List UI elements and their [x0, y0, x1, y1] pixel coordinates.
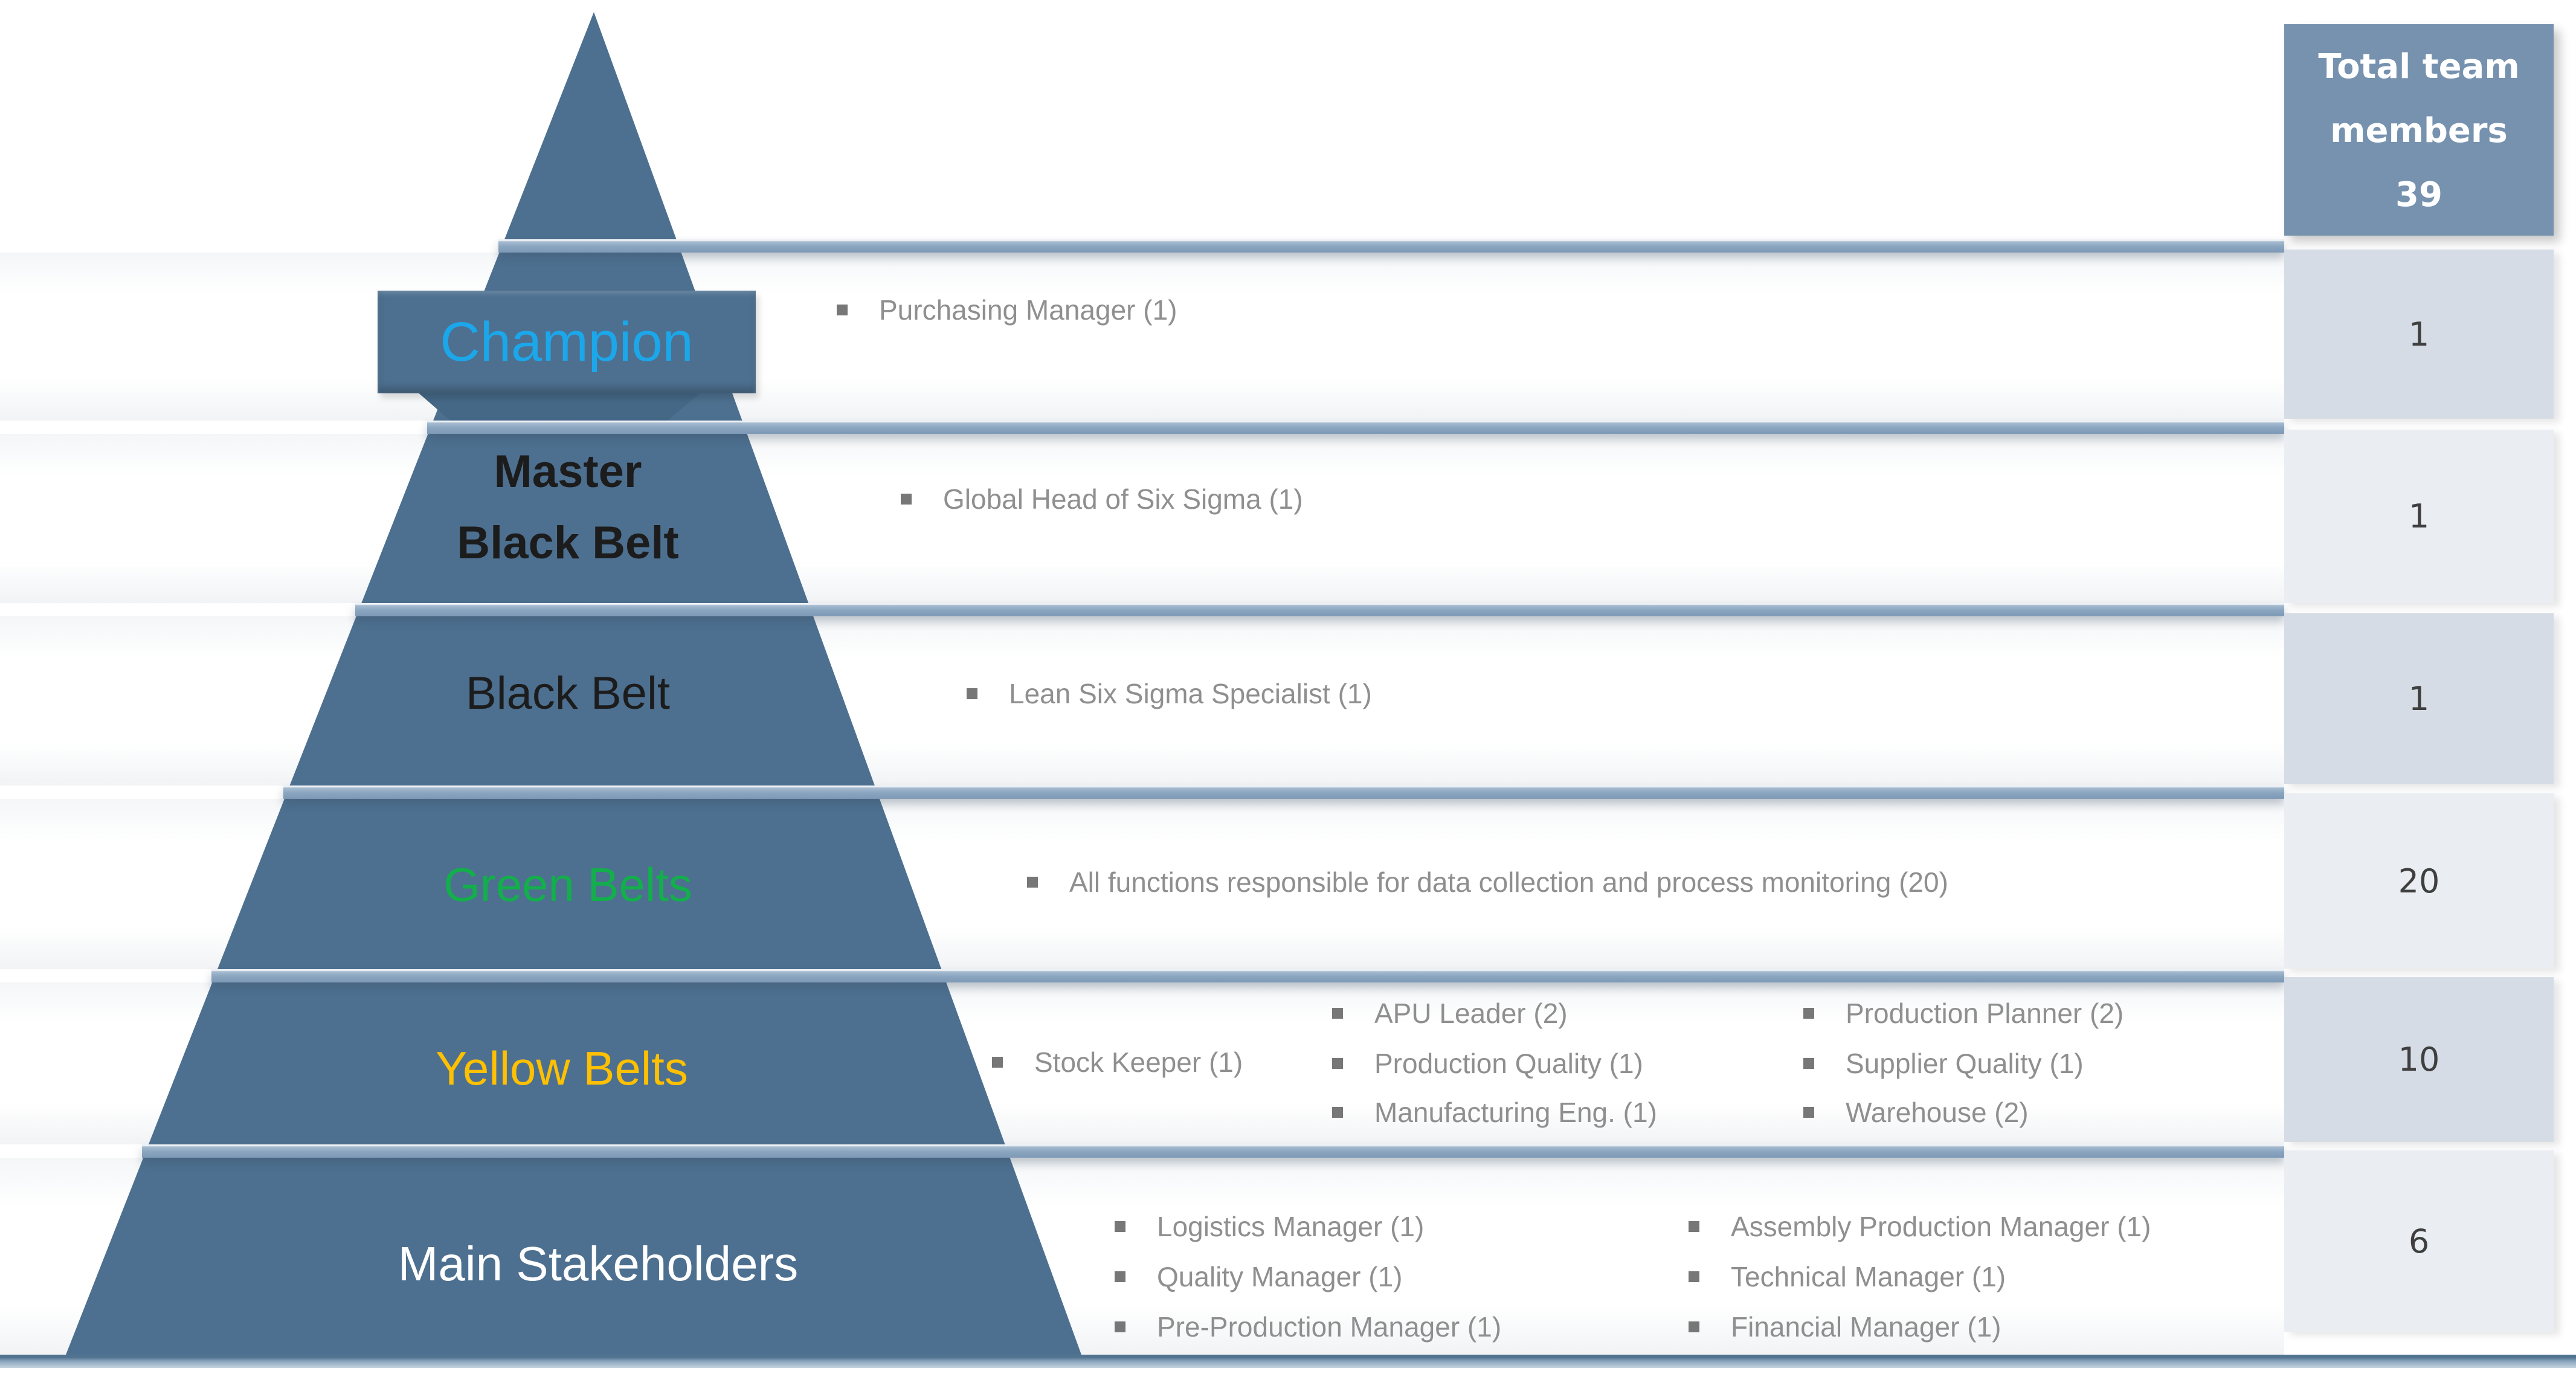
bullet-square-icon	[992, 1057, 1003, 1068]
role-text: Stock Keeper (1)	[1034, 1047, 1243, 1078]
role-text: Logistics Manager (1)	[1157, 1211, 1425, 1242]
level-label-champion: Champion	[440, 311, 694, 373]
content-band	[0, 434, 2284, 603]
summary-count-row-green-belts: 20	[2284, 793, 2554, 969]
champion-plaque	[378, 291, 756, 393]
role-text: APU Leader (2)	[1374, 998, 1568, 1029]
bullet-square-icon	[1689, 1221, 1699, 1232]
role-item: Pre-Production Manager (1)	[1115, 1308, 1501, 1346]
role-item: Manufacturing Eng. (1)	[1332, 1093, 1657, 1132]
role-text: Global Head of Six Sigma (1)	[943, 483, 1303, 515]
divider-bar	[142, 1144, 2284, 1158]
role-text: Financial Manager (1)	[1731, 1311, 2001, 1343]
role-text: Technical Manager (1)	[1731, 1261, 2006, 1292]
role-item: Technical Manager (1)	[1689, 1257, 2006, 1296]
divider-bar	[211, 969, 2284, 982]
divider-bar	[355, 603, 2284, 616]
bullet-square-icon	[1689, 1321, 1699, 1332]
pyramid-triangle	[66, 12, 1081, 1355]
role-item: Quality Manager (1)	[1115, 1257, 1403, 1296]
divider-bar	[427, 421, 2284, 434]
divider-bar	[283, 785, 2284, 799]
bullet-square-icon	[1115, 1221, 1125, 1232]
role-text: Production Quality (1)	[1374, 1048, 1643, 1079]
role-item: Production Planner (2)	[1803, 994, 2124, 1033]
bullet-square-icon	[1115, 1271, 1125, 1282]
role-text: Lean Six Sigma Specialist (1)	[1009, 678, 1372, 709]
role-item: Purchasing Manager (1)	[837, 291, 1177, 329]
level-label-master-black-belt: Master Black Belt	[457, 446, 679, 569]
bullet-square-icon	[967, 688, 977, 699]
plaque-skirt	[417, 392, 702, 424]
summary-header-line2: members	[2330, 111, 2508, 150]
level-label-black-belt: Black Belt	[466, 668, 670, 719]
role-item: Logistics Manager (1)	[1115, 1207, 1424, 1246]
summary-total-value: 39	[2395, 175, 2442, 214]
content-band	[0, 253, 2284, 421]
role-item: Supplier Quality (1)	[1803, 1044, 2084, 1083]
role-item: APU Leader (2)	[1332, 994, 1568, 1033]
role-item: Financial Manager (1)	[1689, 1308, 2001, 1346]
bullet-square-icon	[1115, 1321, 1125, 1332]
role-text: Pre-Production Manager (1)	[1157, 1311, 1502, 1343]
bullet-square-icon	[1803, 1058, 1814, 1069]
summary-count-row-champion: 1	[2284, 250, 2554, 419]
level-label-main-stakeholders: Main Stakeholders	[398, 1237, 799, 1291]
summary-count-row-yellow-belts: 10	[2284, 977, 2554, 1142]
role-item: Warehouse (2)	[1803, 1093, 2029, 1132]
role-text: Purchasing Manager (1)	[879, 294, 1177, 326]
role-text: Assembly Production Manager (1)	[1731, 1211, 2151, 1242]
bullet-square-icon	[1332, 1058, 1343, 1069]
summary-count-row-master-black-belt: 1	[2284, 430, 2554, 603]
bullet-square-icon	[837, 305, 848, 315]
role-item: Production Quality (1)	[1332, 1044, 1643, 1083]
role-item: All functions responsible for data colle…	[1027, 863, 1948, 901]
summary-header-line1: Total team	[2318, 47, 2520, 86]
bullet-square-icon	[1332, 1107, 1343, 1118]
role-item: Lean Six Sigma Specialist (1)	[967, 674, 1372, 713]
bullet-square-icon	[1332, 1008, 1343, 1019]
bullet-square-icon	[1027, 877, 1038, 888]
summary-header: Total team members 39	[2284, 24, 2554, 236]
level-label-yellow-belts: Yellow Belts	[436, 1042, 688, 1095]
bullet-square-icon	[901, 494, 912, 505]
bottom-bar	[0, 1355, 2576, 1368]
role-item: Stock Keeper (1)	[992, 1043, 1243, 1082]
bullet-square-icon	[1689, 1271, 1699, 1282]
role-text: All functions responsible for data colle…	[1069, 866, 1948, 898]
role-text: Quality Manager (1)	[1157, 1261, 1403, 1292]
divider-bar	[498, 239, 2284, 253]
level-label-green-belts: Green Belts	[443, 858, 692, 911]
role-item: Global Head of Six Sigma (1)	[901, 480, 1303, 518]
bullet-square-icon	[1803, 1107, 1814, 1118]
role-item: Assembly Production Manager (1)	[1689, 1207, 2151, 1246]
summary-count-row-black-belt: 1	[2284, 613, 2554, 784]
summary-count-row-main-stakeholders: 6	[2284, 1150, 2554, 1332]
role-text: Supplier Quality (1)	[1846, 1048, 2084, 1079]
bullet-square-icon	[1803, 1008, 1814, 1019]
role-text: Production Planner (2)	[1846, 998, 2124, 1029]
role-text: Manufacturing Eng. (1)	[1374, 1097, 1657, 1128]
role-text: Warehouse (2)	[1846, 1097, 2029, 1128]
